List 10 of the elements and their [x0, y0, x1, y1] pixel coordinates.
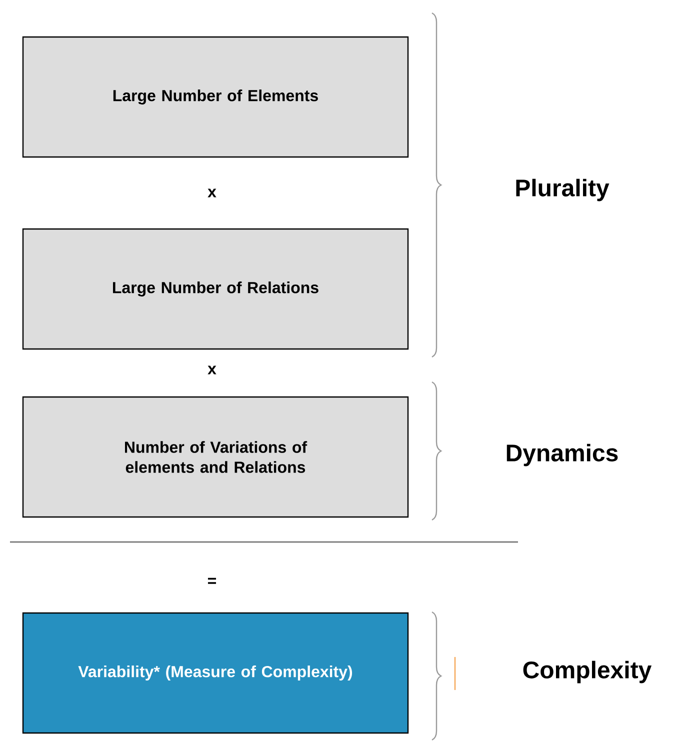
text-box: Variability* (Measure of Complexity): [22, 612, 409, 734]
text-box: Large Number of Relations: [22, 228, 409, 350]
operator-sign: =: [208, 578, 216, 584]
operator-sign: x: [208, 188, 216, 198]
group-label: Dynamics: [506, 444, 618, 466]
operator-sign: x: [208, 366, 216, 374]
text-box: Large Number of Elements: [22, 36, 409, 158]
group-label: Complexity: [523, 660, 652, 684]
text-box: Number of Variations of elements and Relations: [22, 396, 409, 518]
group-label: Plurality: [516, 178, 610, 202]
